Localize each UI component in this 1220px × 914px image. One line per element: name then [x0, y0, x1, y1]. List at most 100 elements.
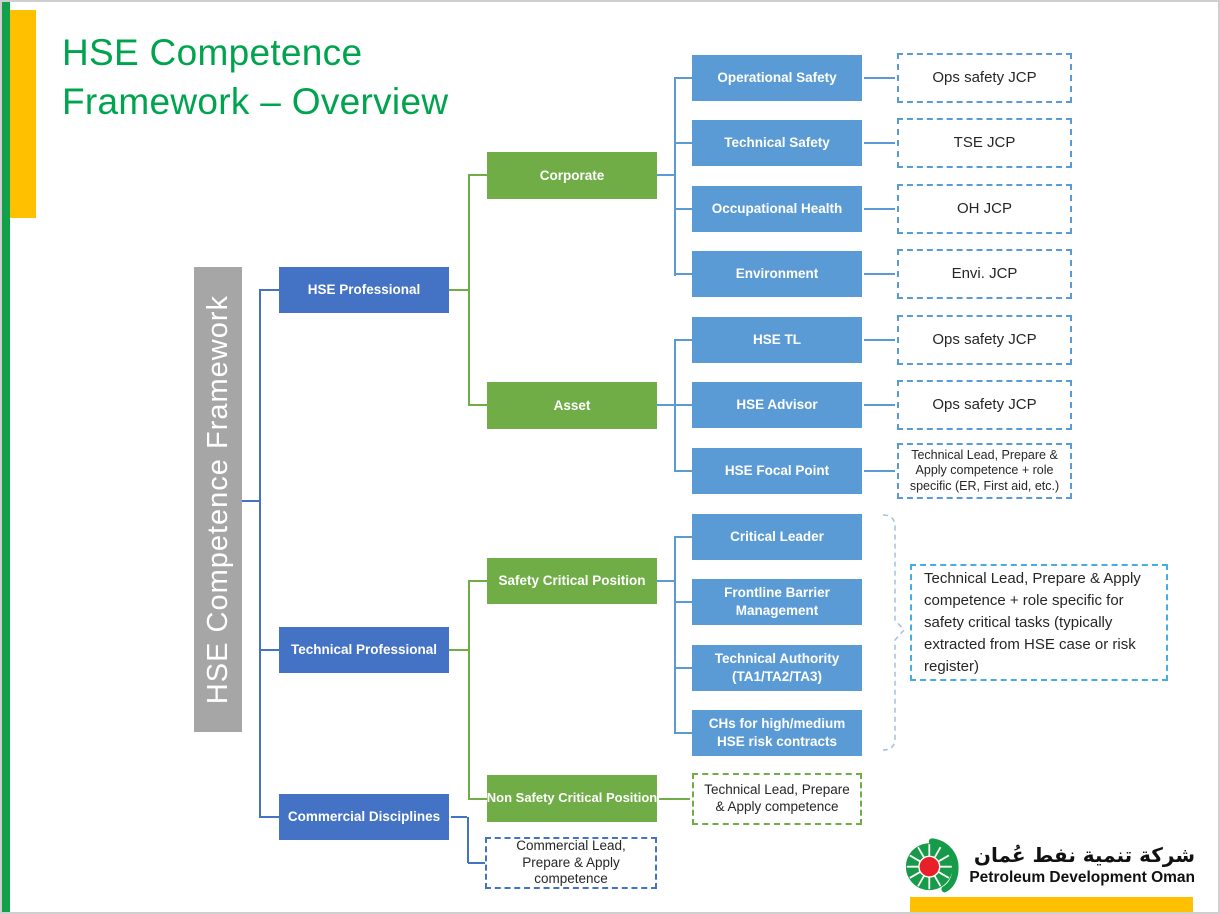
dashed-connector-ops-safety-jcp — [864, 77, 895, 79]
node-hse-tl-label: HSE TL — [752, 332, 801, 348]
pdo-logo-arabic: شركة تنمية نفط عُمان — [973, 842, 1195, 867]
dashed-connector-tse-jcp — [864, 142, 895, 144]
connector-to-corporate — [468, 174, 487, 176]
jcp-box-focal-point-note-label: Technical Lead, Prepare & Apply competen… — [909, 447, 1060, 493]
connector-to-frontline-barrier — [674, 601, 692, 603]
jcp-box-focal-point-note: Technical Lead, Prepare & Apply competen… — [897, 443, 1072, 499]
connector-asset-stub — [657, 404, 675, 406]
node-commercial-disciplines-label: Commercial Disciplines — [287, 809, 441, 825]
jcp-box-ops-safety-2: Ops safety JCP — [897, 315, 1072, 365]
pdo-logo-texts: شركة تنمية نفط عُمان Petroleum Developme… — [959, 842, 1197, 887]
connector-corporate-stub — [657, 174, 675, 176]
jcp-box-envi: Envi. JCP — [897, 249, 1072, 299]
node-technical-authority-label: Technical Authority (TA1/TA2/TA3) — [714, 651, 840, 684]
jcp-box-tse-label: TSE JCP — [953, 133, 1016, 151]
node-asset: Asset — [487, 382, 657, 429]
connector-techp-stub — [449, 649, 469, 651]
node-hse-advisor: HSE Advisor — [692, 382, 862, 428]
connector-trunk-stub — [242, 500, 260, 502]
left-green-accent-bar — [2, 2, 10, 912]
page-title: HSE Competence Framework – Overview — [62, 28, 448, 126]
note-non-safety-critical: Technical Lead, Prepare & Apply competen… — [692, 773, 862, 825]
jcp-box-ops-safety-3-label: Ops safety JCP — [932, 395, 1037, 413]
connector-scp-stub — [657, 580, 675, 582]
note-safety-critical-tasks-text: Technical Lead, Prepare & Apply competen… — [924, 569, 1141, 675]
page-title-line2: Framework – Overview — [62, 81, 449, 122]
jcp-box-ops-safety-2-label: Ops safety JCP — [932, 330, 1037, 348]
node-non-safety-critical-position-label: Non Safety Critical Position — [486, 790, 658, 806]
connector-to-safety-critical — [468, 580, 487, 582]
node-occupational-health: Occupational Health — [692, 186, 862, 232]
node-asset-label: Asset — [553, 397, 591, 413]
dashed-connector-hse-tl-jcp — [864, 339, 895, 341]
connector-techp-vertical — [468, 580, 470, 800]
node-frontline-barrier-management: Frontline Barrier Management — [692, 579, 862, 625]
dashed-brace-bracket — [882, 514, 906, 751]
connector-hsep-vertical — [468, 174, 470, 406]
node-safety-critical-position: Safety Critical Position — [487, 558, 657, 604]
connector-to-commercial-disciplines — [259, 816, 279, 818]
node-operational-safety-label: Operational Safety — [717, 70, 837, 86]
note-non-safety-critical-text: Technical Lead, Prepare & Apply competen… — [704, 782, 850, 814]
connector-to-technical-professional — [259, 649, 279, 651]
connector-hsep-stub — [449, 289, 469, 291]
connector-to-hse-tl — [674, 339, 692, 341]
framework-side-label-text: HSE Competence Framework — [201, 294, 234, 705]
note-commercial: Commercial Lead, Prepare & Apply compete… — [485, 837, 657, 889]
connector-to-hse-professional — [259, 289, 279, 291]
connector-to-asset — [468, 404, 487, 406]
jcp-box-oh-label: OH JCP — [956, 199, 1012, 217]
node-technical-professional-label: Technical Professional — [290, 642, 438, 658]
node-chs-risk-contracts: CHs for high/medium HSE risk contracts — [692, 710, 862, 756]
connector-to-technical-safety — [674, 142, 692, 144]
jcp-box-ops-safety-1: Ops safety JCP — [897, 53, 1072, 103]
node-technical-professional: Technical Professional — [279, 627, 449, 673]
connector-to-hse-focal-point — [674, 470, 692, 472]
note-safety-critical-tasks: Technical Lead, Prepare & Apply competen… — [910, 564, 1168, 681]
connector-scp-vertical — [674, 536, 676, 734]
node-technical-authority: Technical Authority (TA1/TA2/TA3) — [692, 645, 862, 691]
framework-side-label: HSE Competence Framework — [194, 267, 242, 732]
node-hse-focal-point-label: HSE Focal Point — [724, 463, 830, 479]
jcp-box-ops-safety-1-label: Ops safety JCP — [932, 68, 1037, 86]
jcp-box-envi-label: Envi. JCP — [951, 264, 1018, 282]
connector-to-technical-authority — [674, 667, 692, 669]
node-hse-professional: HSE Professional — [279, 267, 449, 313]
node-corporate-label: Corporate — [539, 167, 605, 183]
dashed-connector-commercial-2 — [467, 817, 469, 863]
connector-to-occupational-health — [674, 208, 692, 210]
connector-corporate-vertical — [674, 77, 676, 276]
node-operational-safety: Operational Safety — [692, 55, 862, 101]
node-technical-safety: Technical Safety — [692, 120, 862, 166]
node-hse-tl: HSE TL — [692, 317, 862, 363]
node-hse-focal-point: HSE Focal Point — [692, 448, 862, 494]
page-title-line1: HSE Competence — [62, 32, 363, 73]
node-technical-safety-label: Technical Safety — [724, 135, 830, 151]
dashed-connector-commercial-1 — [451, 816, 467, 818]
connector-trunk-vertical — [259, 289, 261, 818]
node-hse-professional-label: HSE Professional — [307, 282, 421, 298]
connector-to-hse-advisor — [674, 404, 692, 406]
dashed-connector-non-safety-note — [659, 798, 690, 800]
connector-to-non-safety-critical — [468, 798, 487, 800]
connector-to-critical-leader — [674, 536, 692, 538]
top-left-yellow-accent-bar — [10, 10, 36, 218]
node-frontline-barrier-management-label: Frontline Barrier Management — [724, 585, 830, 618]
connector-to-environment — [674, 273, 692, 275]
pdo-logo: شركة تنمية نفط عُمان Petroleum Developme… — [905, 833, 1197, 895]
dashed-connector-hse-advisor-jcp — [864, 404, 895, 406]
connector-to-chs-contracts — [674, 732, 692, 734]
node-commercial-disciplines: Commercial Disciplines — [279, 794, 449, 840]
node-chs-risk-contracts-label: CHs for high/medium HSE risk contracts — [708, 716, 846, 749]
dashed-connector-focal-point-note — [864, 470, 895, 472]
node-environment: Environment — [692, 251, 862, 297]
note-commercial-text: Commercial Lead, Prepare & Apply compete… — [516, 837, 626, 887]
connector-to-operational-safety — [674, 77, 692, 79]
dashed-connector-envi-jcp — [864, 273, 895, 275]
pdo-logo-english: Petroleum Development Oman — [969, 868, 1195, 886]
jcp-box-ops-safety-3: Ops safety JCP — [897, 380, 1072, 430]
bottom-right-yellow-accent-bar — [910, 897, 1193, 912]
node-non-safety-critical-position: Non Safety Critical Position — [487, 775, 657, 822]
pdo-shell-logo-icon — [905, 838, 959, 893]
